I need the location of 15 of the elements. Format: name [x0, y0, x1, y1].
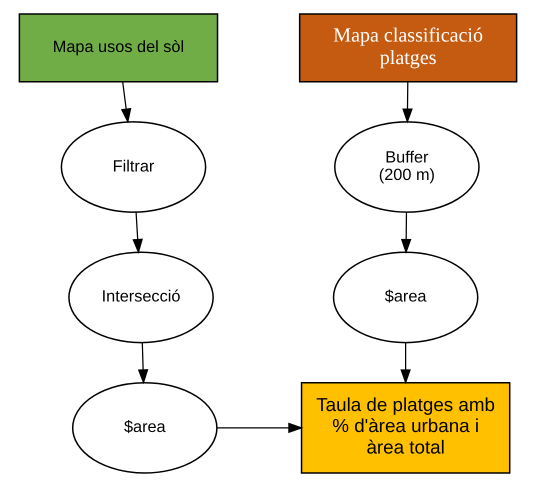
arrow — [217, 422, 304, 433]
node-box: Mapa classificació platges — [298, 12, 518, 82]
node-ellipse: Filtrar — [60, 120, 206, 212]
arrow — [138, 342, 148, 384]
arrow — [120, 82, 132, 124]
arrow — [402, 82, 413, 124]
node-ellipse: Buffer (200 m) — [334, 120, 480, 212]
node-ellipse: $area — [72, 381, 218, 474]
node-ellipse: Intersecció — [68, 251, 214, 343]
node-box: Taula de platges amb % d'àrea urbana i àrea total — [300, 381, 510, 474]
arrow — [400, 212, 412, 254]
arrow — [132, 212, 143, 254]
arrow — [400, 342, 411, 384]
node-ellipse: $area — [332, 251, 478, 343]
node-box: Mapa usos del sòl — [18, 12, 218, 82]
